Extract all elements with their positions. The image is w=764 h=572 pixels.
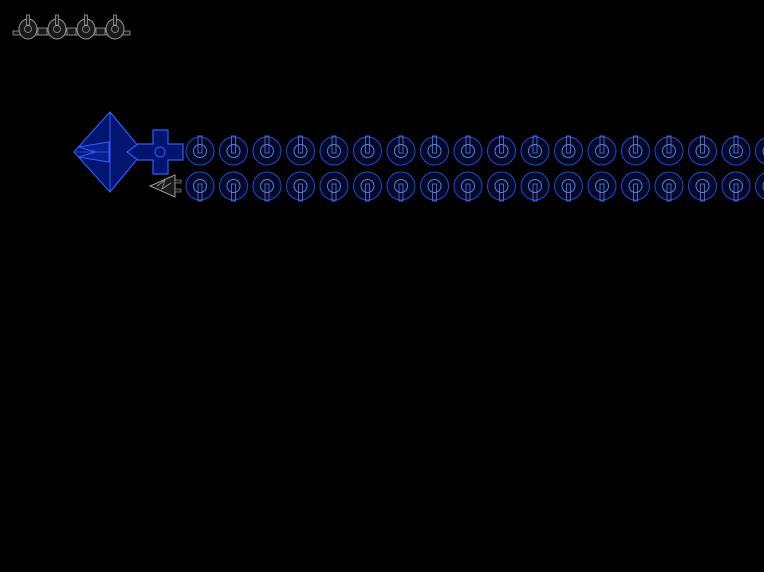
serpent-segment-icon: [688, 135, 717, 166]
serpent-segment-icon: [587, 171, 617, 202]
serpent-segment-icon: [721, 135, 751, 166]
lives-indicator: [12, 14, 131, 40]
serpent-segment-icon: [386, 135, 416, 166]
serpent-segment-icon: [688, 171, 717, 202]
ship-life-icon: [76, 14, 96, 40]
serpent-segment-icon: [353, 135, 382, 166]
serpent-segment-icon: [286, 135, 315, 166]
serpent-segment-icon: [185, 135, 215, 166]
serpent-segment-icon: [252, 135, 282, 166]
serpent-segment-icon: [319, 135, 349, 166]
serpent-segment-icon: [286, 171, 315, 202]
serpent-segment-icon: [353, 171, 382, 202]
ship-life-icon: [18, 14, 38, 40]
serpent-segment-icon: [219, 171, 248, 202]
serpent-segment-icon: [487, 135, 516, 166]
serpent-segment-icon: [654, 171, 684, 202]
serpent-segment-icon: [420, 135, 449, 166]
serpent-segment-icon: [386, 171, 416, 202]
boss-neck-cross: [125, 129, 184, 175]
serpent-segment-icon: [554, 171, 583, 202]
serpent-segment-icon: [520, 171, 550, 202]
serpent-segment-icon: [654, 135, 684, 166]
ship-life-icon: [47, 14, 67, 40]
serpent-segment-icon: [252, 171, 282, 202]
serpent-segment-icon: [453, 135, 483, 166]
serpent-segment-icon: [621, 135, 650, 166]
serpent-segment-icon: [453, 171, 483, 202]
serpent-segment-icon: [520, 135, 550, 166]
serpent-segment-icon: [755, 137, 764, 165]
serpent-segment-icon: [185, 171, 215, 202]
serpent-segment-icon: [621, 171, 650, 202]
serpent-segment-icon: [554, 135, 583, 166]
serpent-boss: [73, 111, 764, 202]
serpent-segment-icon: [487, 171, 516, 202]
serpent-segment-icon: [420, 171, 449, 202]
serpent-segment-icon: [755, 172, 764, 200]
player-ship[interactable]: [148, 174, 182, 198]
ship-life-icon: [105, 14, 125, 40]
serpent-segment-icon: [721, 171, 751, 202]
serpent-segment-icon: [587, 135, 617, 166]
serpent-segment-icon: [219, 135, 248, 166]
serpent-segment-icon: [319, 171, 349, 202]
boss-head-icon: [73, 111, 144, 193]
